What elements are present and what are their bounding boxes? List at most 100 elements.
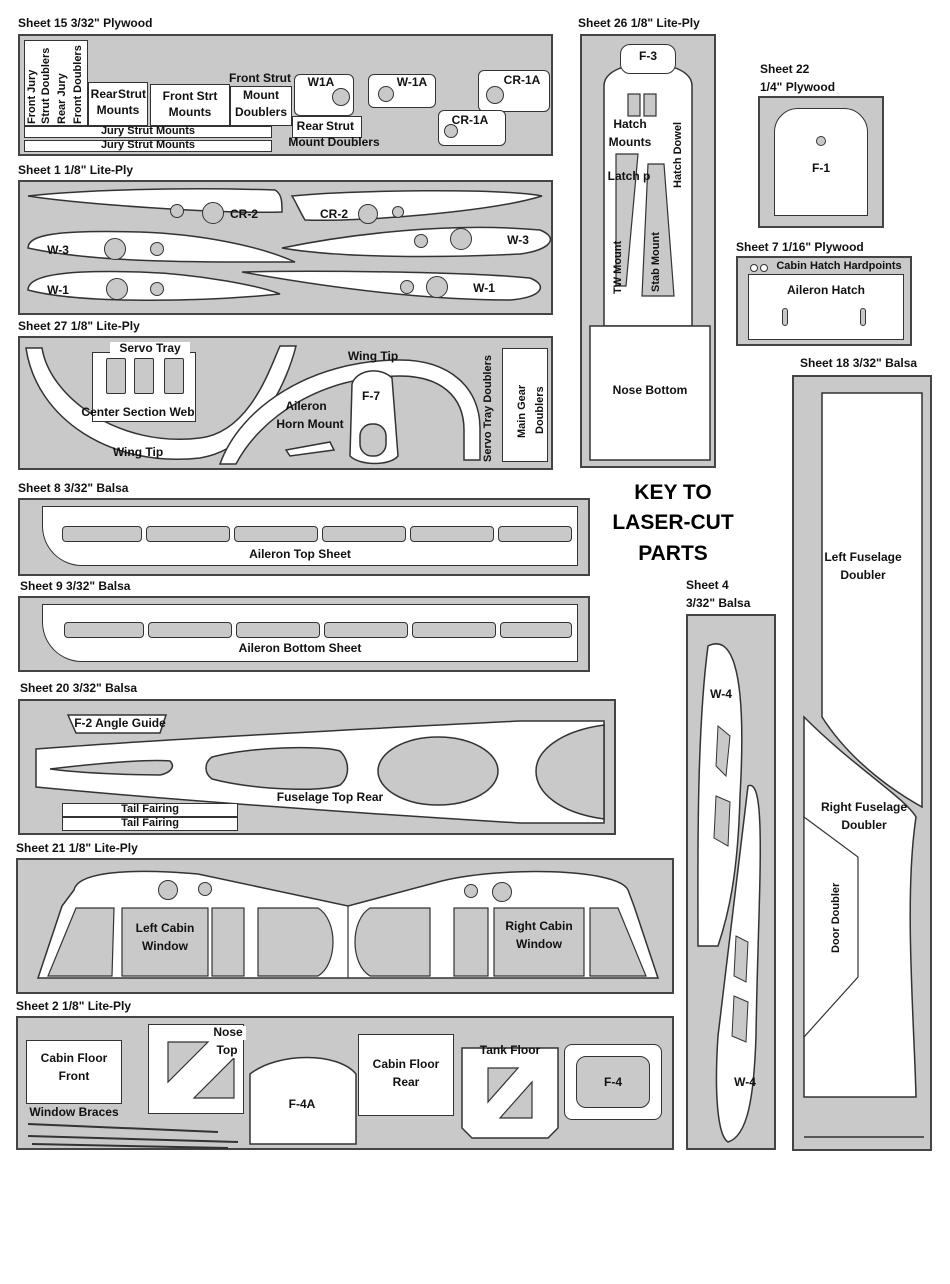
- sheet-21-hole-3: [492, 882, 512, 902]
- cr2a-hole-1: [170, 204, 184, 218]
- sheet-21: Left Cabin Window Right Cabin Window: [16, 858, 674, 994]
- label-aileron-bottom-sheet: Aileron Bottom Sheet: [238, 641, 362, 655]
- sheet-26: F-3 Hatch Mounts Latch p Hatch Dowel TW …: [580, 34, 716, 468]
- label-w4-b: W-4: [734, 1075, 756, 1089]
- label-fuselage-top-rear: Fuselage Top Rear: [276, 790, 384, 804]
- label-doubler-1: Doubler: [840, 568, 886, 582]
- label-w1a: W1A: [307, 75, 335, 89]
- label-cabin-floor: Cabin Floor: [40, 1051, 108, 1065]
- sheet-22-subtitle: 1/4" Plywood: [760, 80, 836, 94]
- w3a-hole-1: [104, 238, 126, 260]
- label-mount: Mount: [243, 88, 279, 102]
- sheet-21-hole-2: [198, 882, 212, 896]
- label-rear-2-sheet: Rear: [392, 1075, 420, 1089]
- label-f4a: F-4A: [288, 1097, 316, 1111]
- label-cabin-hatch-hardpoints: Cabin Hatch Hardpoints: [776, 260, 902, 272]
- sheet-15-title: Sheet 15 3/32" Plywood: [18, 16, 153, 30]
- w1a-sheet1-hole-2: [150, 282, 164, 296]
- label-servo-tray: Servo Tray: [110, 341, 190, 356]
- cr1a-hole: [486, 86, 504, 104]
- f3-part: [620, 44, 676, 74]
- label-f1: F-1: [812, 161, 830, 175]
- label-cr1a: CR-1A: [503, 73, 541, 87]
- w1a-sheet1-hole-1: [106, 278, 128, 300]
- label-w1-a: W-1: [47, 283, 69, 297]
- front-strut-mount-doublers-part: [230, 86, 292, 126]
- aileron-bottom-cell-4: [324, 622, 408, 638]
- label-tail-fairing-2: Tail Fairing: [121, 817, 179, 829]
- label-f7: F-7: [362, 389, 380, 403]
- rear-strut-mount-doublers-part: [292, 116, 362, 138]
- label-stab-mount: Stab Mount: [650, 232, 662, 292]
- label-horn-mount: Horn Mount: [276, 417, 344, 431]
- label-doublers: Doublers: [234, 105, 287, 119]
- servo-tray-slot-1: [106, 358, 126, 394]
- label-top: Top: [212, 1043, 242, 1058]
- label-rear: Rear: [90, 87, 118, 101]
- label-center-section-web: Center Section Web: [81, 405, 195, 419]
- label-strut-doublers: Strut Doublers: [40, 47, 52, 124]
- sheet-7-title: Sheet 7 1/16" Plywood: [736, 240, 864, 254]
- sheet-8: Aileron Top Sheet: [18, 498, 590, 576]
- jury-strut-mounts-2: [24, 140, 272, 152]
- label-rear-jury: Rear Jury: [56, 73, 68, 124]
- label-doubler-2: Doubler: [841, 818, 887, 832]
- aileron-bottom-cell-6: [500, 622, 572, 638]
- f1-part: [774, 108, 868, 216]
- sheet-18-title: Sheet 18 3/32" Balsa: [800, 356, 918, 370]
- label-strut-2: Strut: [326, 119, 354, 133]
- label-window-braces: Window Braces: [29, 1105, 119, 1119]
- label-latch: Latch p: [607, 169, 651, 183]
- sheet-22-title: Sheet 22: [760, 62, 810, 76]
- cr2a-hole-2: [202, 202, 224, 224]
- label-doublers-27: Doublers: [534, 386, 546, 434]
- label-tank-floor: Tank Floor: [479, 1043, 541, 1057]
- sheet-21-title: Sheet 21 1/8" Lite-Ply: [16, 841, 138, 855]
- label-w3-a: W-3: [47, 243, 69, 257]
- label-cr2-a: CR-2: [229, 207, 258, 221]
- cabin-floor-rear-part: [358, 1034, 454, 1116]
- main-gear-doublers-part: [502, 348, 548, 462]
- sheet-1-title: Sheet 1 1/8" Lite-Ply: [18, 163, 134, 177]
- label-front-strt: Front Strt: [162, 89, 218, 103]
- tail-fairing-2: [62, 817, 238, 831]
- aileron-bottom-cell-1: [64, 622, 144, 638]
- label-front-strut: Front Strut: [229, 71, 291, 85]
- sheet-4-title: Sheet 4: [686, 578, 729, 592]
- sheet-9-title: Sheet 9 3/32" Balsa: [20, 579, 131, 593]
- sheet-4-subtitle: 3/32" Balsa: [686, 596, 751, 610]
- w1a-part: [294, 74, 354, 116]
- sheet-8-title: Sheet 8 3/32" Balsa: [18, 481, 129, 495]
- sheet-20-title: Sheet 20 3/32" Balsa: [20, 681, 138, 695]
- w3b-hole-1: [450, 228, 472, 250]
- hardpoint-1: [750, 264, 758, 272]
- sheet-2-outlines: [27, 1041, 559, 1149]
- label-left-fuselage: Left Fuselage: [824, 550, 902, 564]
- aileron-top-cell-1: [62, 526, 142, 542]
- f1-hole: [816, 136, 826, 146]
- w1b-hole-2: [400, 280, 414, 294]
- w1b-hole-1: [426, 276, 448, 298]
- label-main-gear: Main Gear: [516, 384, 528, 438]
- label-tw-mount: TW Mount: [612, 240, 624, 294]
- label-hatch-dowel: Hatch Dowel: [672, 121, 684, 188]
- label-front: Front: [58, 1069, 90, 1083]
- label-w3-b: W-3: [507, 233, 529, 247]
- label-nose-bottom: Nose Bottom: [612, 383, 688, 397]
- label-cabin-floor-2: Cabin Floor: [372, 1057, 440, 1071]
- cr2b-hole-2: [392, 206, 404, 218]
- label-jury-strut-mounts-2: Jury Strut Mounts: [100, 139, 196, 151]
- label-jury-strut-mounts-1: Jury Strut Mounts: [100, 125, 196, 137]
- sheet-4-outlines: [697, 643, 762, 1143]
- label-mounts: Mounts: [96, 103, 140, 117]
- sheet-26-outlines: [589, 62, 711, 461]
- cr1a-2-hole: [444, 124, 458, 138]
- key-title: KEY TO LASER-CUT PARTS: [598, 478, 748, 569]
- aileron-bottom-cell-3: [236, 622, 320, 638]
- label-cr2-b: CR-2: [319, 207, 348, 221]
- sheet-20: F-2 Angle Guide Fuselage Top Rear Tail F…: [18, 699, 616, 835]
- label-strut: Strut: [118, 87, 146, 101]
- sheet-4: W-4 W-4: [686, 614, 776, 1150]
- label-aileron-top-sheet: Aileron Top Sheet: [249, 547, 351, 561]
- label-wing-tip-b: Wing Tip: [347, 349, 399, 363]
